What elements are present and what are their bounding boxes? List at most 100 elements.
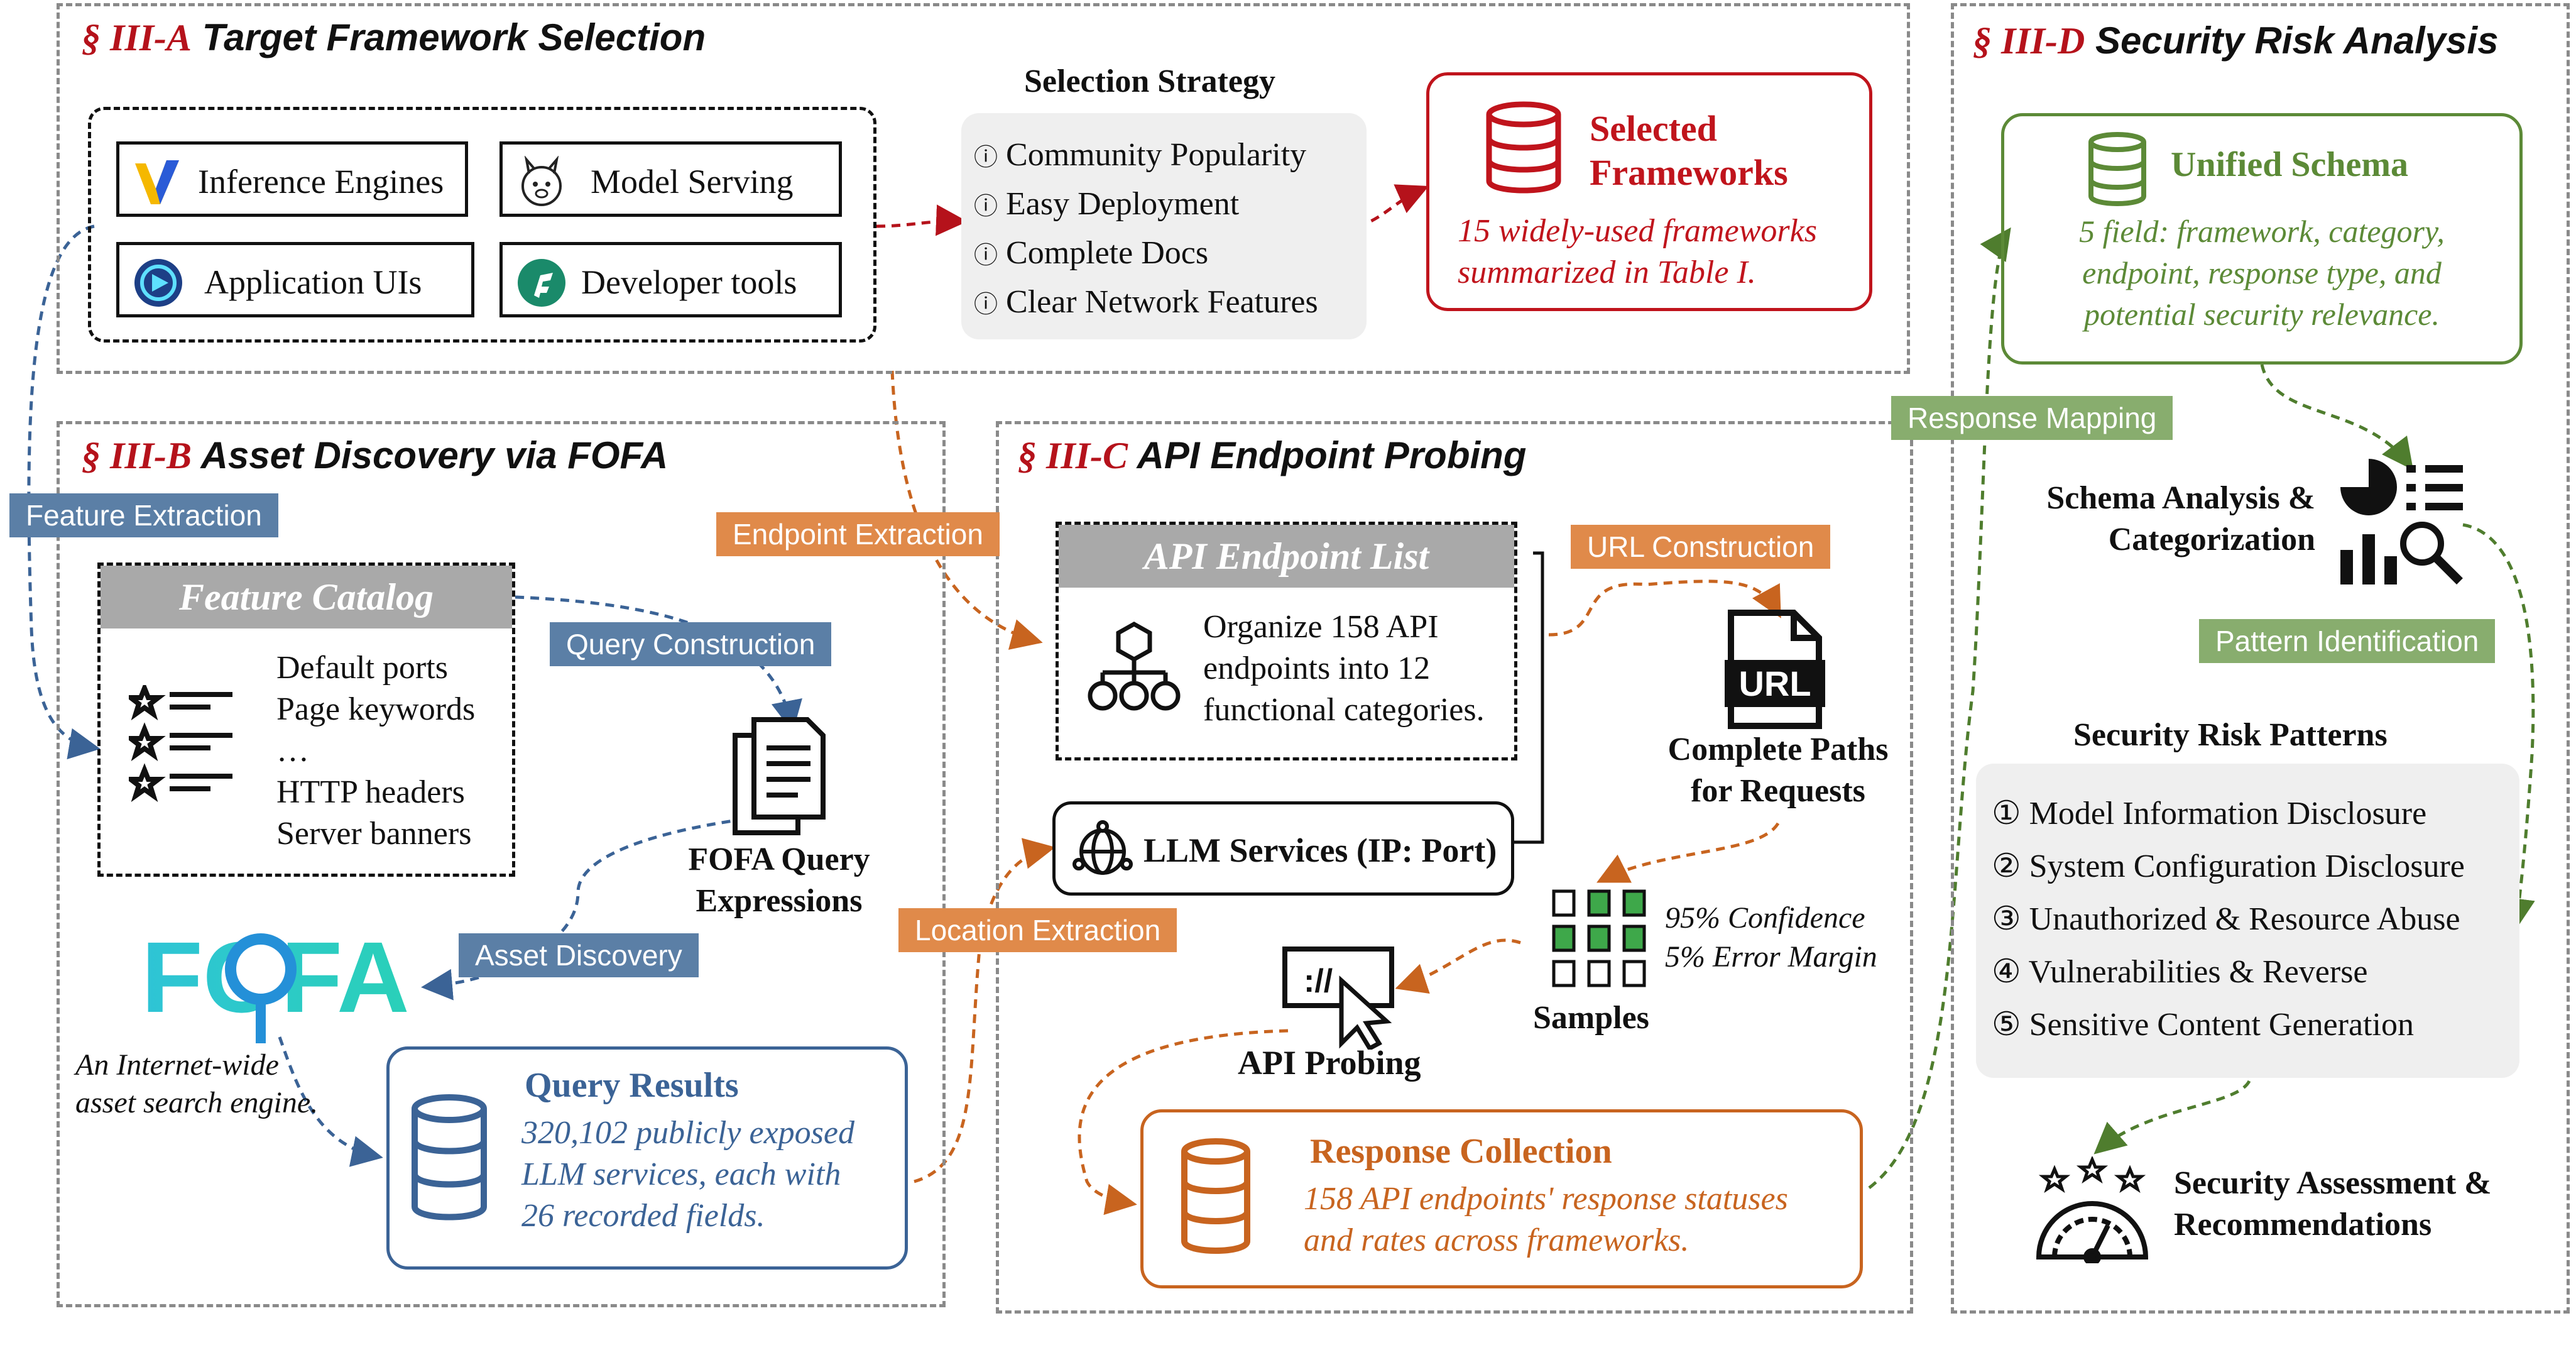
url-icon-text: URL (1738, 664, 1811, 703)
arrow-samples-to-probing (1395, 938, 1521, 994)
database-icon (2088, 132, 2146, 206)
arrow-schema-to-analysis (2260, 364, 2414, 470)
panel-asset-discovery (57, 421, 946, 1307)
risk-patterns-list: ① Model Information Disclosure ② System … (1992, 788, 2465, 1051)
feature-catalog: Feature Catalog Default ports Page keywo… (97, 562, 515, 877)
response-collection-box: Response Collection 158 API endpoints' r… (1140, 1109, 1863, 1288)
arrow-fofa-to-results (278, 1036, 383, 1167)
llm-services-box: LLM Services (IP: Port) (1052, 801, 1514, 896)
info-icon: ⓘ (974, 194, 998, 220)
section-title-c: § III-C API Endpoint Probing (1018, 434, 1527, 476)
tag-feature-extraction: Feature Extraction (9, 493, 278, 537)
dev-tools-icon (518, 259, 565, 307)
list-item: ⓘ Community Popularity (974, 137, 1307, 173)
query-results-title: Query Results (525, 1066, 739, 1105)
arrow-url-construction (1548, 579, 1781, 637)
panel-framework-selection (57, 3, 1910, 374)
selection-strategy-title: Selection Strategy (1024, 63, 1276, 99)
analysis-chart-icon (2340, 459, 2463, 584)
api-endpoint-list-title: API Endpoint List (1059, 525, 1514, 588)
framework-types-group (88, 107, 876, 343)
tag-endpoint-extraction: Endpoint Extraction (716, 512, 1000, 556)
list-item: Server banners (276, 816, 472, 852)
info-icon: ⓘ (974, 145, 998, 171)
list-item: ① Model Information Disclosure (1992, 796, 2427, 831)
llm-services-label: LLM Services (IP: Port) (1143, 831, 1497, 869)
section-title-d: § III-D Security Risk Analysis (1973, 19, 2499, 62)
assessment-label: Security Assessment &Recommendations (2174, 1165, 2492, 1243)
api-probing-label: API Probing (1238, 1044, 1421, 1082)
arrow-probing-to-response (1078, 1029, 1289, 1216)
framework-type-label: Inference Engines (198, 163, 444, 200)
unified-schema-title: Unified Schema (2171, 145, 2408, 184)
unified-schema-desc: 5 field: framework, category,endpoint, r… (2079, 214, 2445, 332)
database-icon (1181, 1138, 1250, 1254)
query-document-icon (733, 717, 826, 835)
schema-analysis-label: Schema Analysis &Categorization (2046, 480, 2315, 557)
info-icon: ⓘ (974, 243, 998, 269)
arrow-pattern-identification (2462, 523, 2535, 930)
framework-type-model-serving: Model Serving (499, 141, 842, 217)
response-collection-title: Response Collection (1310, 1132, 1612, 1171)
globe-network-icon (1072, 820, 1133, 875)
star-list-icon (129, 685, 232, 803)
tag-pattern-identification: Pattern Identification (2199, 619, 2496, 663)
list-item: ③ Unauthorized & Resource Abuse (1992, 901, 2460, 937)
tag-response-mapping: Response Mapping (1891, 396, 2173, 440)
arrow-response-mapping (1868, 227, 2011, 1189)
list-item: Default ports (276, 650, 448, 686)
framework-type-app-ui: Application UIs (116, 242, 474, 317)
list-item: ⑤ Sensitive Content Generation (1992, 1007, 2414, 1043)
section-title-b: § III-B Asset Discovery via FOFA (82, 434, 669, 476)
arrow-paths-to-samples (1596, 822, 1780, 883)
framework-type-label: Application UIs (204, 263, 422, 301)
list-item: ④ Vulnerabilities & Reverse (1992, 954, 2368, 990)
tag-url-construction: URL Construction (1571, 525, 1831, 569)
tag-asset-discovery: Asset Discovery (459, 933, 699, 977)
database-icon (412, 1094, 487, 1221)
list-item: ⓘ Complete Docs (974, 235, 1209, 271)
feature-catalog-title: Feature Catalog (101, 566, 512, 628)
unified-schema-box: Unified Schema 5 field: framework, categ… (2001, 113, 2523, 365)
framework-type-label: Developer tools (581, 263, 797, 301)
info-icon: ⓘ (974, 292, 998, 318)
list-item: ⓘ Easy Deployment (974, 186, 1240, 222)
hierarchy-icon (1088, 621, 1181, 711)
selection-strategy-list: ⓘ Community Popularity ⓘ Easy Deployment… (974, 132, 1318, 328)
panel-security-risk (1951, 3, 2570, 1314)
arrow-location-extraction (914, 838, 1056, 1183)
database-icon (1486, 101, 1561, 194)
list-item: ② System Configuration Disclosure (1992, 848, 2465, 884)
samples-grid-icon (1552, 889, 1646, 987)
framework-type-inference: Inference Engines (116, 141, 468, 217)
gauge-icon (2036, 1156, 2149, 1263)
risk-patterns-box: ① Model Information Disclosure ② System … (1976, 764, 2519, 1078)
arrow-patterns-to-assessment (2093, 1080, 2251, 1155)
list-item: … (276, 733, 309, 769)
bracket (1514, 551, 1544, 844)
list-item: ⓘ Clear Network Features (974, 284, 1318, 320)
api-probing-icon-text: :// (1304, 963, 1333, 999)
tag-query-construction: Query Construction (550, 622, 832, 666)
api-probing-icon: :// (1282, 947, 1394, 1050)
list-item: HTTP headers (276, 774, 465, 810)
app-ui-icon (134, 259, 182, 307)
panel-api-probing (996, 421, 1913, 1314)
url-document-icon: URL (1725, 610, 1825, 729)
tag-location-extraction: Location Extraction (898, 908, 1177, 952)
framework-type-dev-tools: Developer tools (499, 242, 842, 317)
selection-strategy-box: ⓘ Community Popularity ⓘ Easy Deployment… (961, 113, 1367, 339)
llama-icon (521, 156, 562, 206)
risk-patterns-title: Security Risk Patterns (2073, 717, 2388, 753)
magnifier-icon (225, 933, 297, 1043)
